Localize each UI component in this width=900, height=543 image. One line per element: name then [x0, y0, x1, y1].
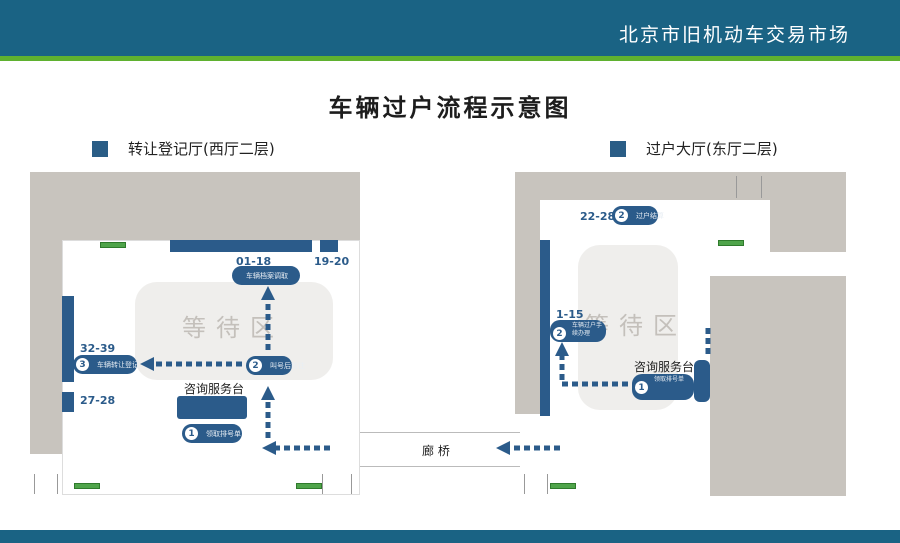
page-title: 车辆过户流程示意图: [328, 94, 572, 122]
east-step-2-transfer: 2 车辆过户手续办理: [550, 320, 606, 342]
legend-square-icon: [610, 140, 626, 157]
east-step-1: 1 领取排号单: [632, 374, 694, 400]
step-badge: 2: [614, 208, 629, 223]
footer-bar: [0, 530, 900, 543]
east-service-desk: [694, 360, 710, 402]
west-service-desk: [177, 396, 247, 419]
stairs-icon: [736, 176, 762, 198]
west-label-32-39: 32-39: [80, 342, 116, 355]
step-badge: 2: [552, 326, 567, 341]
step-badge: 1: [634, 380, 649, 395]
exit-sign-icon: [296, 483, 322, 489]
step-badge: 1: [184, 426, 199, 441]
exit-sign-icon: [74, 483, 100, 489]
west-step-1: 1 领取排号单: [182, 424, 242, 443]
corridor-bridge: [360, 432, 520, 467]
west-step-2: 2 叫号后前往: [246, 356, 305, 375]
east-label-22-28: 22-28: [580, 210, 616, 223]
exit-sign-icon: [718, 240, 744, 246]
west-wall-left: [30, 172, 62, 454]
legend-east: 过户大厅(东厅二层): [610, 138, 778, 159]
step-text: 车辆过户手续办理: [572, 322, 603, 337]
west-label-19-20: 19-20: [314, 255, 350, 268]
header-bar: 北京市旧机动车交易市场: [0, 0, 900, 56]
east-label-1-15: 1-15: [556, 308, 584, 321]
west-label-01-18: 01-18: [236, 255, 272, 268]
legend-west-label: 转让登记厅(西厅二层): [128, 140, 275, 158]
stairs-icon: [34, 474, 58, 494]
east-wall-top: [515, 172, 770, 200]
step-text: 叫号后前往: [270, 361, 305, 370]
west-service-desk-label: 咨询服务台: [184, 382, 245, 396]
header-stripe: [0, 56, 900, 61]
step-text: 车辆转让登记: [97, 360, 139, 369]
stairs-icon: [322, 474, 352, 494]
legend-square-icon: [92, 140, 108, 157]
west-label-27-28: 27-28: [80, 394, 116, 407]
step-text: 车辆档案调取: [246, 271, 288, 280]
west-step-3: 3 车辆转让登记: [73, 355, 139, 374]
east-counter-left: [540, 240, 550, 416]
west-counter-top: [170, 240, 312, 252]
stairs-icon: [524, 474, 548, 494]
west-step-archive: 车辆档案调取: [232, 266, 300, 285]
east-wall-right: [710, 276, 846, 496]
step-badge: 3: [75, 357, 90, 372]
step-text: 过户结算: [636, 211, 664, 220]
east-service-desk-label: 咨询服务台: [634, 360, 695, 374]
exit-sign-icon: [100, 242, 126, 248]
west-wall-top: [30, 172, 360, 240]
corridor-label: 廊 桥: [422, 444, 450, 458]
legend-west: 转让登记厅(西厅二层): [92, 138, 275, 159]
step-badge: 2: [248, 358, 263, 373]
west-counter-top-right: [320, 240, 338, 252]
west-counter-left-upper: [62, 296, 74, 382]
east-wall-top-right: [770, 172, 846, 252]
step-text: 领取排号单: [654, 376, 685, 383]
west-counter-left-lower: [62, 392, 74, 412]
west-waiting-label: 等待区: [182, 314, 284, 342]
east-step-2-settle: 2 过户结算: [612, 206, 664, 225]
legend-east-label: 过户大厅(东厅二层): [646, 140, 778, 158]
market-name: 北京市旧机动车交易市场: [618, 24, 850, 46]
step-text: 领取排号单: [206, 429, 241, 438]
east-wall-left: [515, 172, 540, 414]
exit-sign-icon: [550, 483, 576, 489]
